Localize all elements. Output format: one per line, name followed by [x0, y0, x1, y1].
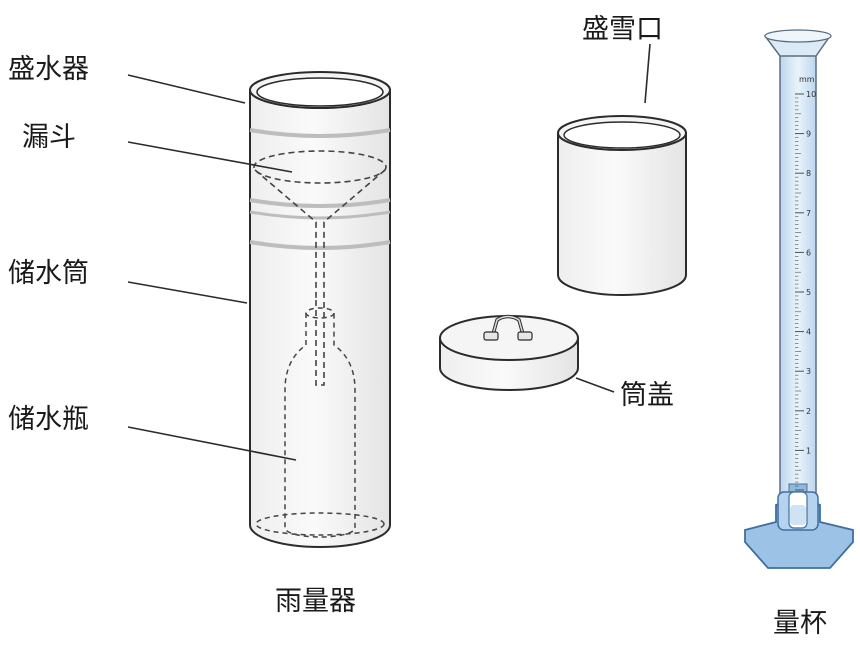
label-funnel: 漏斗: [22, 122, 76, 153]
cup-scale-label: 5: [806, 288, 811, 297]
label-rain-gauge: 雨量器: [275, 586, 356, 617]
gauge-band: [249, 240, 391, 250]
cup-scale-label: 4: [806, 328, 811, 337]
gauge-band: [249, 210, 391, 220]
cup-scale-label: 7: [806, 209, 811, 218]
cup-scale-label: 10: [806, 90, 816, 99]
leader-lines-left: [127, 74, 297, 461]
cup-unit-label: mm: [799, 75, 815, 84]
cup-scale: 1 2 3 4 5 6 7 8 9 10: [795, 90, 816, 491]
funnel-hidden: [253, 150, 387, 386]
leader-snow-mouth: [644, 43, 651, 104]
gauge-band: [249, 128, 391, 138]
gauge-band: [249, 198, 391, 208]
cup-scale-label: 8: [806, 169, 811, 178]
label-water-receiver: 盛水器: [8, 54, 89, 85]
label-storage-cylinder: 储水筒: [8, 258, 89, 289]
storage-bottle-hidden: [255, 307, 385, 538]
label-storage-bottle: 储水瓶: [8, 404, 89, 435]
cup-scale-label: 2: [806, 407, 811, 416]
label-cylinder-lid: 筒盖: [620, 380, 674, 411]
cup-scale-label: 9: [806, 130, 811, 139]
gauge-body: [249, 89, 391, 548]
cup-scale-label: 6: [806, 248, 811, 257]
leader-lid: [575, 377, 615, 393]
label-snow-mouth: 盛雪口: [582, 14, 663, 45]
cup-scale-label: 3: [806, 367, 811, 376]
cup-scale-label: 1: [806, 446, 811, 455]
rain-gauge: [249, 71, 391, 548]
measuring-cup: 1 2 3 4 5 6 7 8 9 10 mm: [744, 29, 854, 569]
gauge-inner-rim: [256, 77, 384, 107]
cylinder-lid: [439, 314, 579, 391]
label-measuring-cup: 量杯: [773, 608, 827, 639]
snow-collector: [557, 115, 687, 296]
